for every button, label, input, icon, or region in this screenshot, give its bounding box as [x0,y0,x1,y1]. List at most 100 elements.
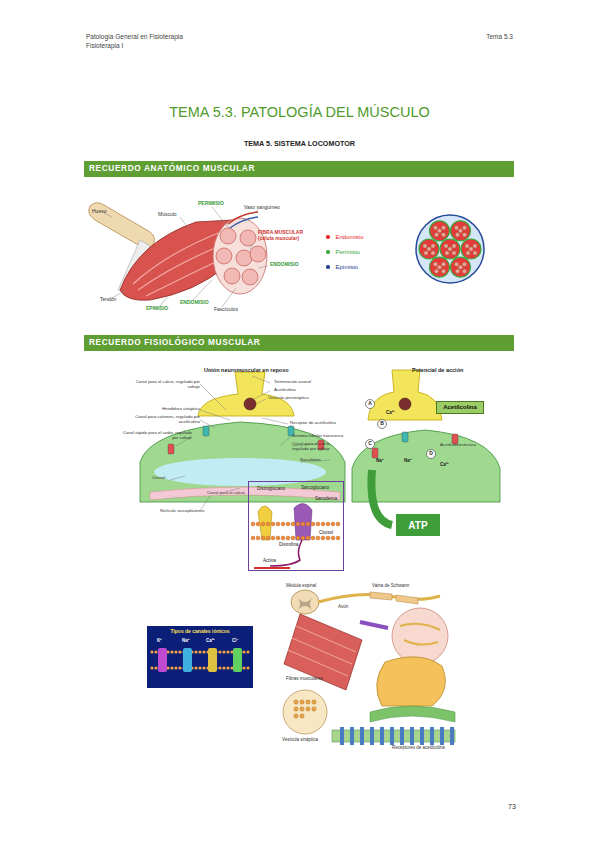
ion-channel-panel: Tipos de canales iónicos [147,626,253,688]
part-label: Vaina de Schwann [372,583,409,588]
muscle-fiber-dot [452,244,456,248]
lipid-head [296,536,300,540]
fascicle [220,228,236,244]
muscle-fiber-dot [438,265,442,269]
legend-entry: Perimisio [326,249,360,255]
lipid-head [286,522,290,526]
part-label: ENDOMISIO [180,300,209,306]
fascicle [240,230,256,246]
muscle-fiber-dot [469,247,473,251]
lipid-head [266,536,270,540]
vesicle-dots [294,700,316,718]
muscle-fiber-dot [459,265,463,269]
lipid-head [326,522,330,526]
ion-channel [402,432,408,442]
lipid-head [281,536,285,540]
lipid-head [311,522,315,526]
node-text: RECUERDO ANATÓMICO MUSCULAR [89,164,255,173]
spinal-cord [291,590,319,614]
ion-label: Cl⁻ [232,638,239,643]
fascicle [224,268,240,284]
part-label: Canal para cationes, regulado por acetil… [128,415,200,425]
part-label: Canal rápido para el sodio, regulado por… [118,431,192,441]
sarcoglycan-protein [294,503,312,540]
synaptic-vesicle [300,707,304,711]
lipid-head [286,536,290,540]
section-band: RECUERDO ANATÓMICO MUSCULAR [84,161,514,177]
part-label: ENDOMISIO [270,262,299,268]
callout-letter: B [379,421,385,427]
part-label: Fascículos [214,307,238,313]
synaptic-vesicle [312,707,316,711]
muscle-fiber-dot [442,269,446,273]
muscle-fiber-dot [455,262,459,266]
part-label: Médula espinal [286,583,316,588]
muscle-fiber-dot [431,251,435,255]
muscle-fiber-dot [434,226,438,230]
lipid-head [261,522,265,526]
lipid-head [301,522,305,526]
molecule-box: Acetilcolina [436,401,484,414]
muscle-fiber-dot [438,229,442,233]
muscle-fiber-dot [427,247,431,251]
muscle-fiber-dot [423,244,427,248]
muscle-fiber-dot [463,226,467,230]
header-text: Fisioterapia I [86,42,123,49]
part-label: Citosol [152,476,165,481]
section-band: RECUERDO FISIOLÓGICO MUSCULAR [84,335,514,351]
part-label: Retículo sarcoplásmico [160,509,204,514]
legend-bullet [326,265,330,269]
fascicle [440,239,460,259]
muscle-fiber-dot [473,251,477,255]
vesicle-closeup [283,690,327,734]
synaptic-vesicle [312,700,316,704]
axon-terminal [198,372,294,416]
part-label: Vesícula sináptica [282,737,318,742]
muscle-striation [288,626,356,676]
lipid-head [306,522,310,526]
synaptic-vesicle [300,700,304,704]
section-subtitle: TEMA 5. SISTEMA LOCOMOTOR [0,140,599,148]
acetylcholine-receptor [430,727,434,745]
part-label: Sistema tubular transverso [292,434,343,439]
lipid-head [281,522,285,526]
figure-heading: Potencial de acción [412,367,463,373]
legend-text: Perimisio [336,249,361,255]
lipid-head [326,536,330,540]
header-text: Tema 5.3 [463,33,513,40]
ion-label: Na⁺ [376,458,384,463]
cross-section-fascicles [419,221,481,277]
callout-circle [378,420,387,429]
muscle-fiber-dot [456,269,460,273]
lipid-head [271,522,275,526]
node-text: Acetilcolina [443,404,477,411]
part-label: Terminación axonal [274,380,311,385]
receptor-group [340,727,454,745]
legend-entry: Endomisio [326,234,364,240]
ion-channel [372,448,378,458]
lipid-head [266,522,270,526]
part-label: Acetilcolinesterasa [440,443,476,448]
muscle-fiber-dot [456,233,460,237]
actin-strand [254,567,290,569]
fascicle [451,221,471,241]
acetylcholine-receptor [410,727,414,745]
fascicle [461,239,481,259]
ion-label: Ca²⁺ [206,638,215,643]
part-label: Hendidura sináptica [128,407,200,412]
energy-box: ATP [396,514,440,536]
lipid-head [336,536,340,540]
lipid-head [296,522,300,526]
synaptic-vesicle [306,707,310,711]
part-label: Tendón [100,297,116,303]
fascicle [236,250,252,266]
schwann-sheath [370,592,418,604]
fascicle [430,221,450,241]
acetylcholine-receptor [440,727,444,745]
ion-channel [203,426,209,436]
muscle-fiber-dot [452,251,456,255]
lipid-head [261,536,265,540]
lipid-head [331,536,335,540]
muscle-fiber-dot [442,226,446,230]
synaptic-vesicle [294,714,298,718]
